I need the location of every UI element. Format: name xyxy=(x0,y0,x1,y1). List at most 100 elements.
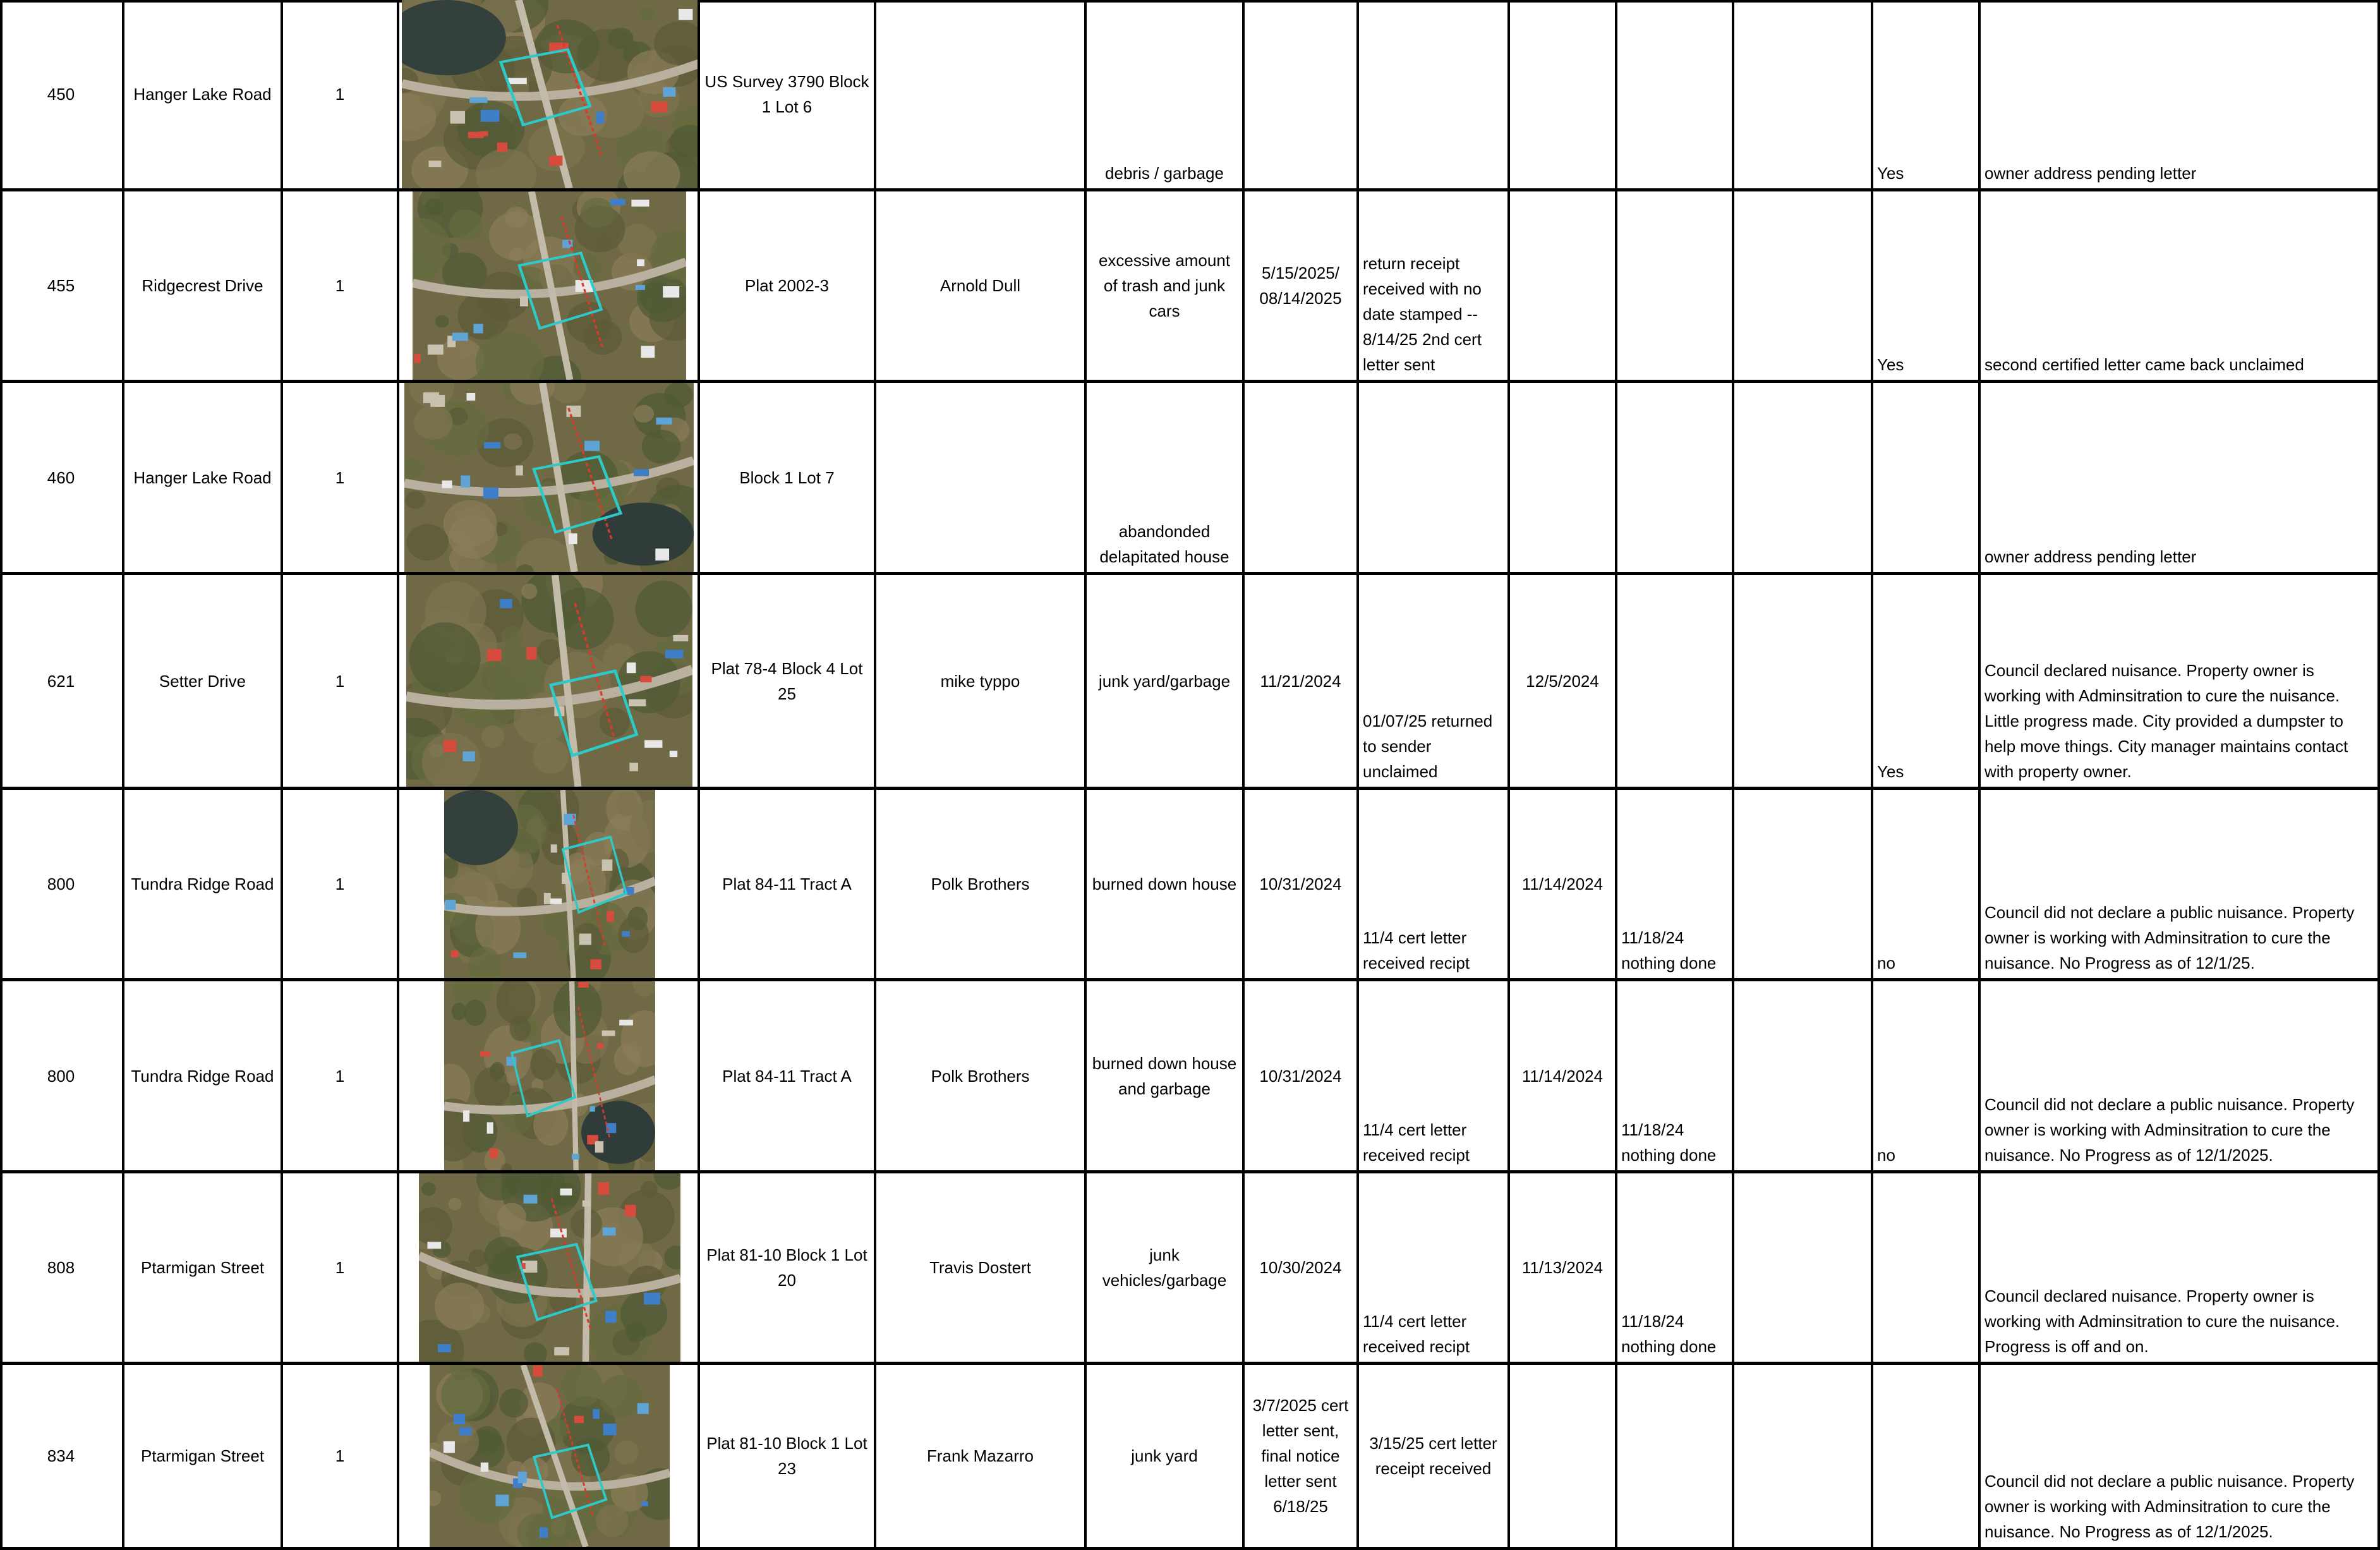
cell-followup[interactable]: 11/18/24 nothing done xyxy=(1617,1173,1734,1362)
cell-owner[interactable]: Travis Dostert xyxy=(876,1173,1087,1362)
cell-letter-status[interactable] xyxy=(1359,0,1510,188)
cell-date-hearing[interactable]: 12/5/2024 xyxy=(1510,575,1617,787)
cell-number[interactable]: 808 xyxy=(0,1173,124,1362)
cell-street[interactable]: Hanger Lake Road xyxy=(124,383,283,572)
cell-letter-status[interactable]: 01/07/25 returned to sender unclaimed xyxy=(1359,575,1510,787)
cell-blank[interactable] xyxy=(1734,981,1873,1170)
cell-date-hearing[interactable] xyxy=(1510,383,1617,572)
cell-flag[interactable] xyxy=(1873,1365,1981,1547)
cell-issue[interactable]: junk yard/garbage xyxy=(1087,575,1245,787)
cell-date-hearing[interactable]: 11/14/2024 xyxy=(1510,981,1617,1170)
cell-legal[interactable]: Plat 84-11 Tract A xyxy=(700,790,876,978)
cell-number[interactable]: 800 xyxy=(0,790,124,978)
cell-followup[interactable] xyxy=(1617,383,1734,572)
cell-date-hearing[interactable] xyxy=(1510,0,1617,188)
cell-blank[interactable] xyxy=(1734,1173,1873,1362)
cell-owner[interactable]: Frank Mazarro xyxy=(876,1365,1087,1547)
cell-date-hearing[interactable] xyxy=(1510,1365,1617,1547)
cell-letter-status[interactable]: 11/4 cert letter received recipt xyxy=(1359,790,1510,978)
cell-followup[interactable] xyxy=(1617,0,1734,188)
cell-map[interactable] xyxy=(399,191,700,380)
cell-legal[interactable]: Block 1 Lot 7 xyxy=(700,383,876,572)
cell-flag[interactable] xyxy=(1873,383,1981,572)
cell-followup[interactable] xyxy=(1617,1365,1734,1547)
cell-map[interactable] xyxy=(399,790,700,978)
cell-notes[interactable]: Council declared nuisance. Property owne… xyxy=(1981,575,2380,787)
cell-issue[interactable]: debris / garbage xyxy=(1087,0,1245,188)
cell-number[interactable]: 621 xyxy=(0,575,124,787)
cell-notes[interactable]: Council did not declare a public nuisanc… xyxy=(1981,1365,2380,1547)
cell-flag[interactable]: no xyxy=(1873,981,1981,1170)
cell-date-notice[interactable]: 3/7/2025 cert letter sent, final notice … xyxy=(1245,1365,1359,1547)
cell-blank[interactable] xyxy=(1734,383,1873,572)
cell-date-notice[interactable]: 11/21/2024 xyxy=(1245,575,1359,787)
cell-date-notice[interactable] xyxy=(1245,383,1359,572)
cell-letter-status[interactable]: 11/4 cert letter received recipt xyxy=(1359,1173,1510,1362)
cell-issue[interactable]: abandonded delapitated house xyxy=(1087,383,1245,572)
cell-count[interactable]: 1 xyxy=(283,1365,399,1547)
cell-date-notice[interactable]: 10/31/2024 xyxy=(1245,981,1359,1170)
cell-map[interactable] xyxy=(399,575,700,787)
cell-owner[interactable]: Polk Brothers xyxy=(876,790,1087,978)
cell-count[interactable]: 1 xyxy=(283,575,399,787)
cell-issue[interactable]: burned down house and garbage xyxy=(1087,981,1245,1170)
cell-date-hearing[interactable] xyxy=(1510,191,1617,380)
cell-followup[interactable]: 11/18/24 nothing done xyxy=(1617,790,1734,978)
cell-notes[interactable]: second certified letter came back unclai… xyxy=(1981,191,2380,380)
cell-street[interactable]: Setter Drive xyxy=(124,575,283,787)
cell-owner[interactable]: Polk Brothers xyxy=(876,981,1087,1170)
cell-issue[interactable]: burned down house xyxy=(1087,790,1245,978)
cell-blank[interactable] xyxy=(1734,790,1873,978)
cell-notes[interactable]: owner address pending letter xyxy=(1981,383,2380,572)
cell-letter-status[interactable]: 3/15/25 cert letter receipt received xyxy=(1359,1365,1510,1547)
cell-number[interactable]: 800 xyxy=(0,981,124,1170)
cell-blank[interactable] xyxy=(1734,1365,1873,1547)
cell-blank[interactable] xyxy=(1734,191,1873,380)
cell-blank[interactable] xyxy=(1734,0,1873,188)
cell-flag[interactable] xyxy=(1873,1173,1981,1362)
cell-notes[interactable]: Council declared nuisance. Property owne… xyxy=(1981,1173,2380,1362)
cell-count[interactable]: 1 xyxy=(283,981,399,1170)
cell-street[interactable]: Ptarmigan Street xyxy=(124,1173,283,1362)
cell-street[interactable]: Tundra Ridge Road xyxy=(124,790,283,978)
cell-legal[interactable]: Plat 78-4 Block 4 Lot 25 xyxy=(700,575,876,787)
cell-owner[interactable] xyxy=(876,383,1087,572)
cell-flag[interactable]: no xyxy=(1873,790,1981,978)
cell-owner[interactable]: mike typpo xyxy=(876,575,1087,787)
cell-date-notice[interactable] xyxy=(1245,0,1359,188)
cell-owner[interactable]: Arnold Dull xyxy=(876,191,1087,380)
cell-legal[interactable]: Plat 2002-3 xyxy=(700,191,876,380)
cell-map[interactable] xyxy=(399,0,700,188)
cell-legal[interactable]: Plat 84-11 Tract A xyxy=(700,981,876,1170)
cell-notes[interactable]: Council did not declare a public nuisanc… xyxy=(1981,790,2380,978)
cell-date-notice[interactable]: 10/31/2024 xyxy=(1245,790,1359,978)
cell-notes[interactable]: owner address pending letter xyxy=(1981,0,2380,188)
cell-flag[interactable]: Yes xyxy=(1873,191,1981,380)
cell-map[interactable] xyxy=(399,1365,700,1547)
cell-legal[interactable]: US Survey 3790 Block 1 Lot 6 xyxy=(700,0,876,188)
cell-map[interactable] xyxy=(399,981,700,1170)
cell-owner[interactable] xyxy=(876,0,1087,188)
cell-street[interactable]: Ridgecrest Drive xyxy=(124,191,283,380)
cell-letter-status[interactable]: return receipt received with no date sta… xyxy=(1359,191,1510,380)
cell-number[interactable]: 834 xyxy=(0,1365,124,1547)
cell-number[interactable]: 460 xyxy=(0,383,124,572)
cell-count[interactable]: 1 xyxy=(283,0,399,188)
cell-followup[interactable] xyxy=(1617,575,1734,787)
cell-blank[interactable] xyxy=(1734,575,1873,787)
cell-date-hearing[interactable]: 11/14/2024 xyxy=(1510,790,1617,978)
cell-street[interactable]: Ptarmigan Street xyxy=(124,1365,283,1547)
cell-followup[interactable]: 11/18/24 nothing done xyxy=(1617,981,1734,1170)
cell-map[interactable] xyxy=(399,1173,700,1362)
cell-issue[interactable]: junk yard xyxy=(1087,1365,1245,1547)
cell-map[interactable] xyxy=(399,383,700,572)
cell-flag[interactable]: Yes xyxy=(1873,0,1981,188)
cell-street[interactable]: Tundra Ridge Road xyxy=(124,981,283,1170)
cell-flag[interactable]: Yes xyxy=(1873,575,1981,787)
cell-number[interactable]: 455 xyxy=(0,191,124,380)
cell-letter-status[interactable] xyxy=(1359,383,1510,572)
cell-count[interactable]: 1 xyxy=(283,1173,399,1362)
cell-street[interactable]: Hanger Lake Road xyxy=(124,0,283,188)
cell-date-notice[interactable]: 5/15/2025/ 08/14/2025 xyxy=(1245,191,1359,380)
cell-notes[interactable]: Council did not declare a public nuisanc… xyxy=(1981,981,2380,1170)
